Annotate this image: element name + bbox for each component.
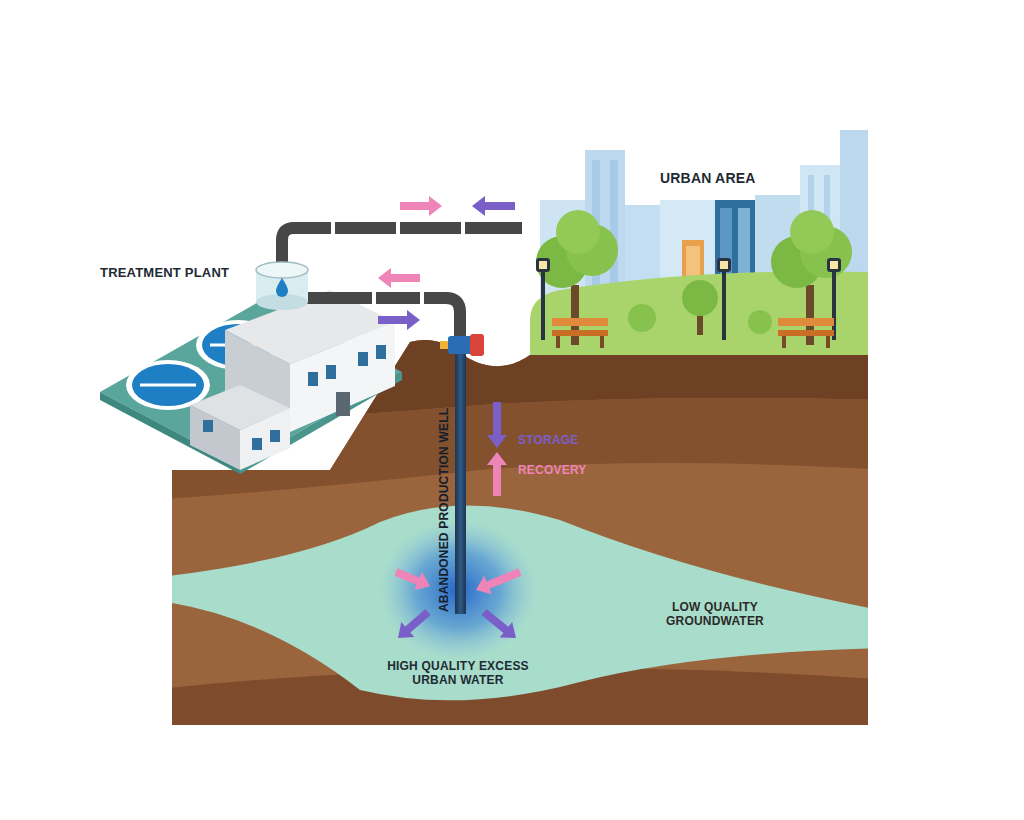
flow-arrow [395,568,431,590]
pipe [372,289,376,307]
treatment-plant [270,430,280,442]
flow-arrow [482,609,517,638]
treatment-plant [252,438,262,450]
production-well [455,352,466,614]
pipe [461,219,465,237]
park-grass [530,271,868,356]
treatment-plant [290,322,395,432]
treatment-plant [358,352,368,366]
street-lamp [722,268,726,340]
street-lamp [720,261,728,269]
treatment-plant [140,384,196,387]
pump [440,341,448,349]
pipe [300,298,460,338]
park-trees [536,210,852,345]
pipe [282,228,522,264]
treatment-plant [190,405,240,470]
pipe [420,289,424,307]
ground-layers [150,300,890,750]
pipe [396,219,400,237]
treatment-plant [203,420,213,432]
park-bench [552,330,608,336]
storage-tank [256,262,308,278]
park-bench [600,336,604,348]
treatment-plant [376,345,386,359]
flow-arrow [472,196,515,216]
flow-label: STORAGE [518,434,579,448]
park-bench [778,330,834,336]
street-lamp [832,268,836,340]
park-bench [556,336,560,348]
park-bench [778,318,834,326]
street-lamp [827,258,841,272]
park-trees [682,280,718,316]
park-trees [628,304,656,332]
region-label: URBAN AREA [660,170,756,186]
street-lamp [536,258,841,340]
flow-label: RECOVERY [518,464,587,478]
treatment-plant [336,392,350,416]
park-bench [552,318,834,348]
park-grass [530,271,868,356]
storage-tank [276,278,288,297]
well-label: ABANDONED PRODUCTION WELL [438,408,452,612]
storage-tank [256,262,308,310]
park-bench [782,336,786,348]
flow-arrow [487,402,507,448]
pipe [331,219,335,237]
production-well [455,352,466,614]
treatment-plant [132,364,204,406]
treatment-plant [240,408,290,470]
pipe [282,219,522,338]
aquifer-label: LOW QUALITY GROUNDWATER [640,601,790,629]
flow-arrow [476,568,522,594]
flow-arrows [378,196,522,638]
street-lamp [830,261,838,269]
park-trees [790,210,834,254]
flow-arrow [400,196,442,216]
plant-label: TREATMENT PLANT [100,266,229,281]
treatment-plant [326,365,336,379]
pump [470,334,484,356]
pump [440,334,484,356]
treatment-plant [100,290,402,474]
park-bench [826,336,830,348]
flow-arrow [378,268,420,288]
street-lamp [536,258,550,272]
flow-arrow [378,310,420,330]
ground-layers [150,505,890,700]
park-trees [748,310,772,334]
treatment-plant [308,372,318,386]
city-skyline [625,205,660,340]
street-lamp [717,258,731,272]
flow-arrow [398,609,431,638]
park-trees [556,210,600,254]
ground-layers [150,300,890,750]
water-label: HIGH QUALITY EXCESS URBAN WATER [378,660,538,688]
park-bench [552,318,608,326]
street-lamp [541,268,545,340]
street-lamp [539,261,547,269]
flow-arrow [487,452,507,496]
